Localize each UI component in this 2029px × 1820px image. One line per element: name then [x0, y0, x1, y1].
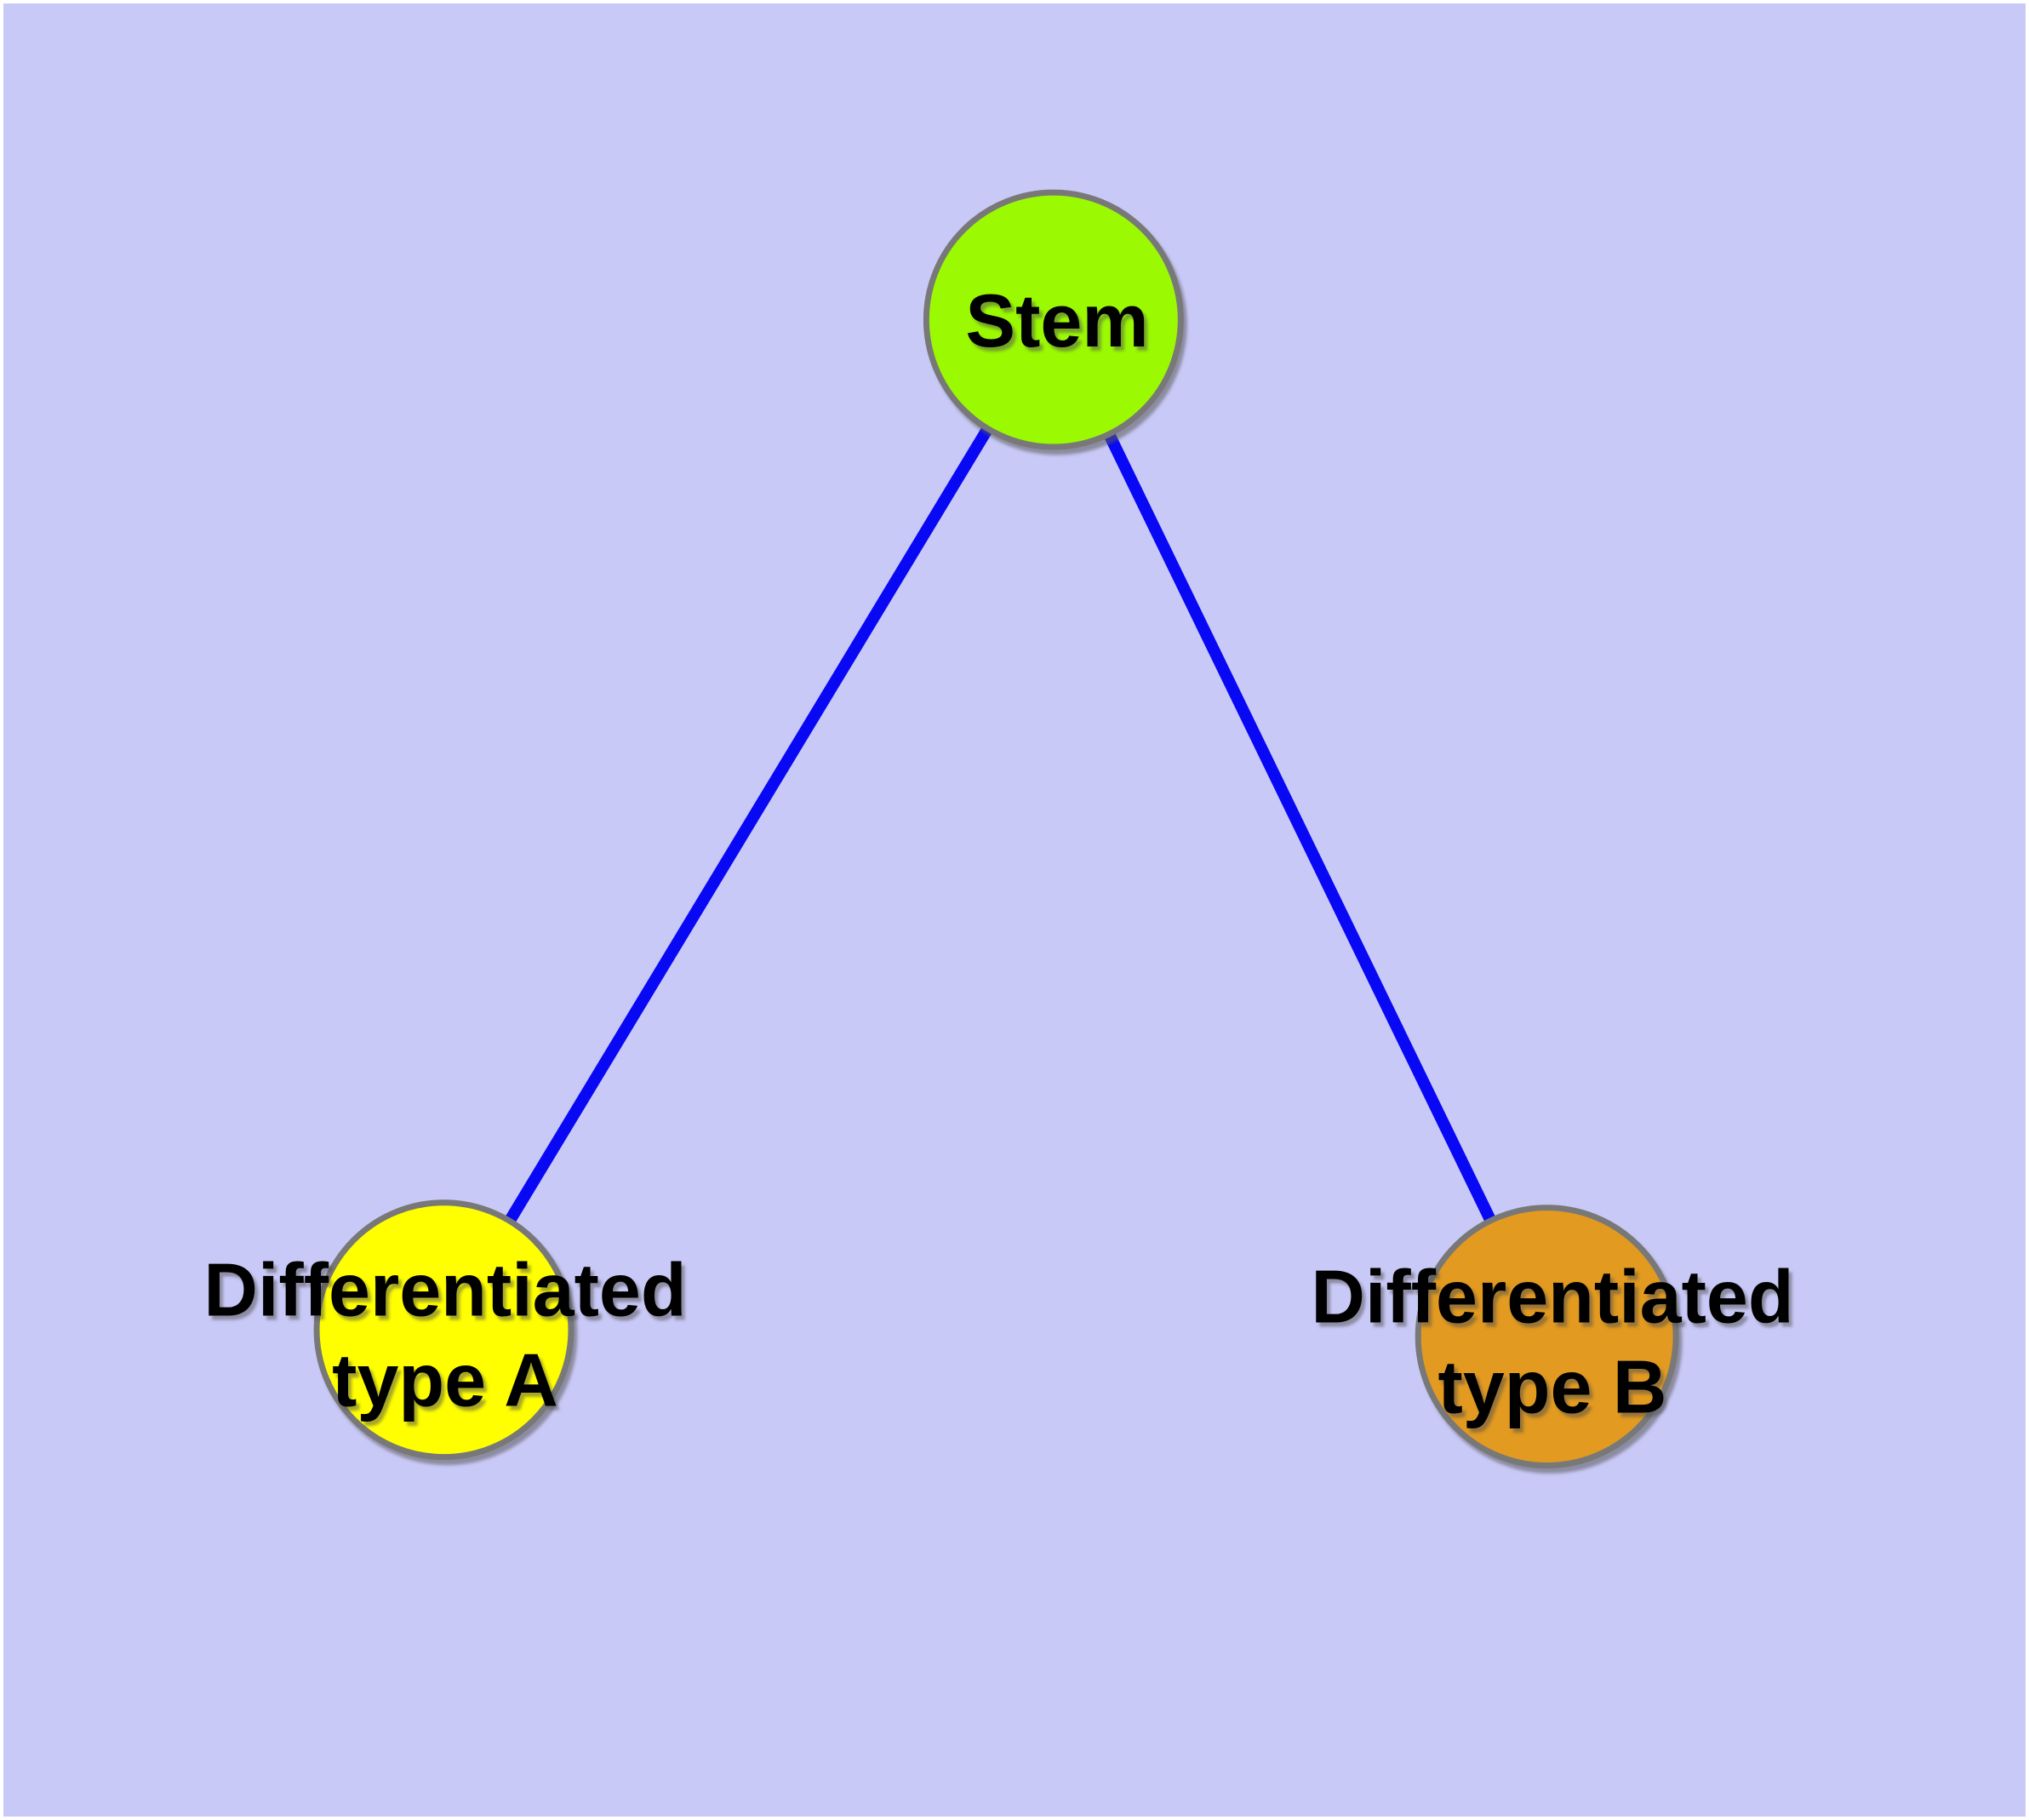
graph-svg — [313, 189, 1679, 1469]
edge-stem-to-type-b — [1048, 317, 1552, 1340]
differentiated-type-b-node[interactable] — [1415, 1205, 1679, 1469]
edge-stem-to-type-a — [438, 317, 1059, 1333]
stem-node[interactable] — [923, 189, 1184, 450]
differentiated-type-a-node[interactable] — [313, 1199, 574, 1461]
